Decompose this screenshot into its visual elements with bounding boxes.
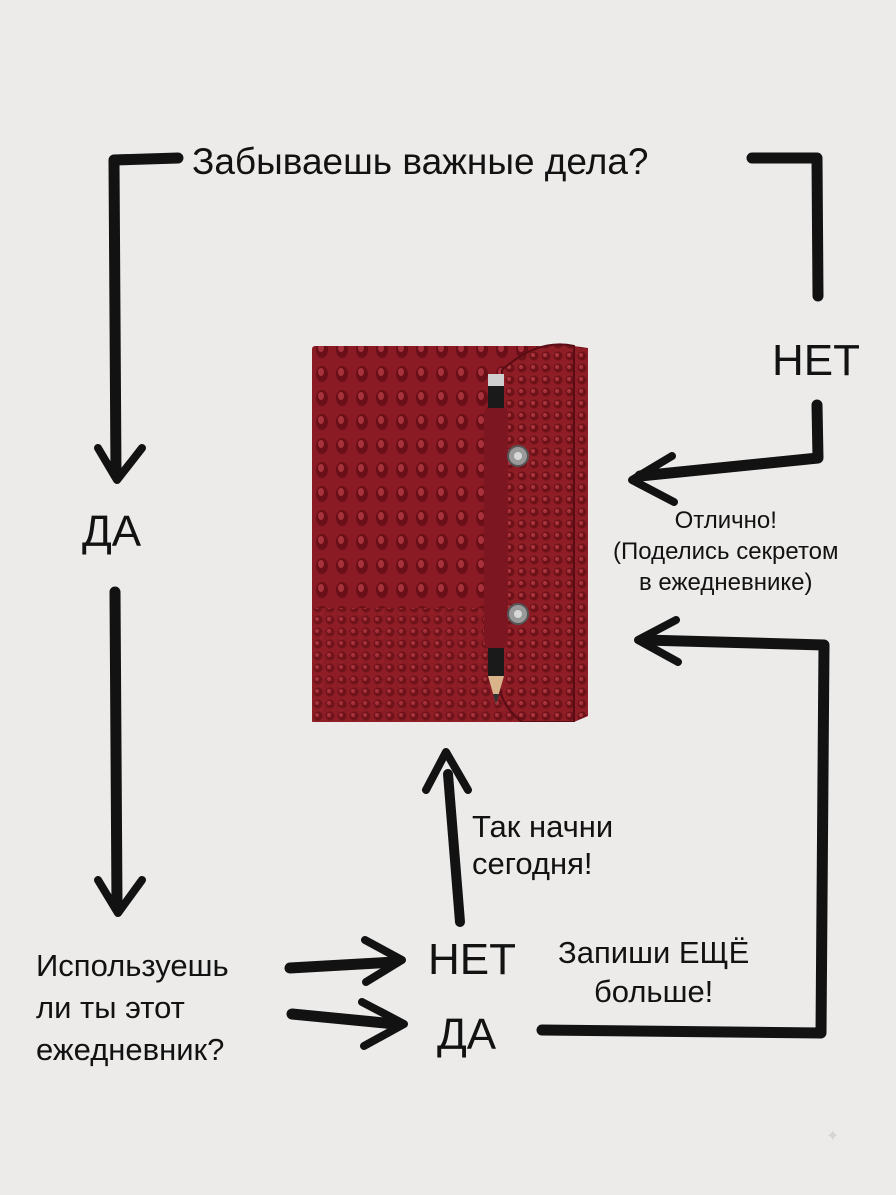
- arrow-use-to-no: [284, 956, 401, 974]
- answer-yes-bottom: ДА: [437, 1010, 497, 1059]
- start-today-message: Так начни сегодня!: [472, 808, 613, 882]
- start-line-1: Так начни: [472, 809, 614, 844]
- answer-no-top: НЕТ: [772, 336, 860, 385]
- leather-planner-icon: [312, 343, 588, 722]
- more-line-1: Запиши ЕЩЁ: [558, 935, 750, 970]
- great-message: Отлично! (Поделись секретом в ежедневник…: [613, 505, 839, 599]
- sparkle-icon: ✦: [826, 1128, 840, 1145]
- arrow-yes-to-planner: [536, 634, 830, 1039]
- arrow-question-to-yes: [108, 152, 184, 481]
- arrow-yes-to-use-question: [109, 586, 123, 911]
- more-line-2: больше!: [594, 973, 714, 1009]
- arrow-question-to-no: [746, 152, 824, 302]
- use-line-3: ежедневник?: [36, 1031, 225, 1067]
- answer-no-bottom: НЕТ: [428, 935, 516, 984]
- answer-yes-left: ДА: [82, 507, 142, 556]
- arrow-use-to-yes: [286, 1008, 401, 1030]
- great-line-3: в ежедневнике): [639, 569, 813, 597]
- start-line-2: сегодня!: [472, 846, 593, 882]
- arrow-no-to-planner: [443, 769, 465, 927]
- use-line-1: Используешь: [36, 948, 229, 983]
- arrow-no-to-great: [634, 399, 824, 482]
- write-more-message: Запиши ЕЩЁ больше!: [558, 934, 749, 1012]
- great-line-1: Отлично!: [674, 507, 777, 534]
- great-line-2: (Поделись секретом: [613, 538, 839, 566]
- question-use-planner: Используешь ли ты этот ежедневник?: [36, 945, 229, 1071]
- use-line-2: ли ты этот: [36, 989, 185, 1025]
- question-forget-tasks: Забываешь важные дела?: [192, 141, 649, 182]
